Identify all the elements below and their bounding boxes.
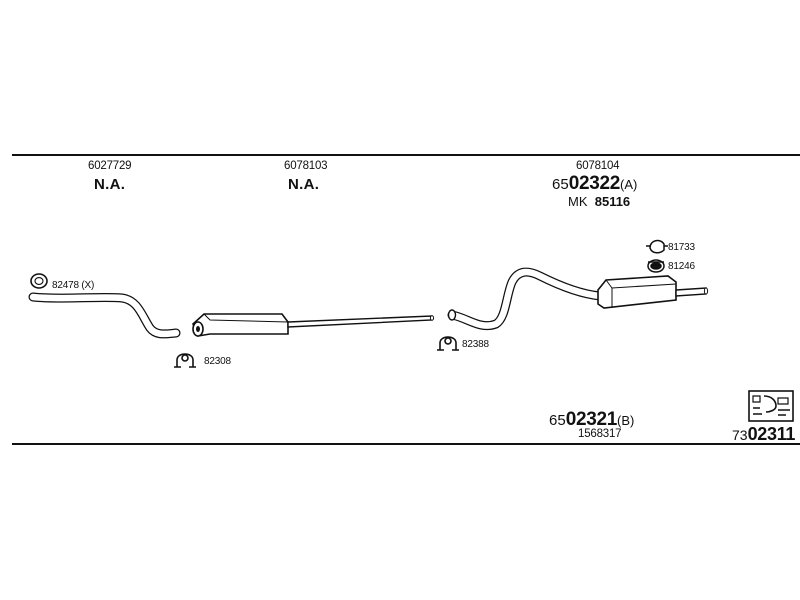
kit-code-main: 02311 (747, 424, 796, 444)
hanger-clip-icon (646, 239, 668, 254)
front-pipe-status: N.A. (94, 176, 126, 193)
ring-gasket-icon (30, 273, 48, 289)
middle-muffler-part-number: 6078103 (284, 160, 328, 172)
mounting-kit-ref: MK 85116 (568, 194, 630, 209)
rear-muffler (597, 275, 709, 309)
mounting-kit-label: MK (568, 194, 588, 209)
rear-clamp-code: 82388 (462, 339, 489, 350)
front-ring-code: 82478 (X) (52, 280, 95, 291)
rear-pipe (447, 267, 605, 331)
exhaust-clamp-icon (174, 353, 196, 368)
rear-muffler-code-main: 02322 (568, 173, 621, 194)
rubber-hanger-code: 81246 (668, 261, 695, 272)
rear-muffler-code-prefix: 65 (552, 176, 569, 193)
complete-set-part-number: 1568317 (578, 428, 622, 440)
front-pipe-part-number: 6027729 (88, 160, 132, 172)
complete-set-code: 6502321(B) (549, 409, 634, 431)
rear-muffler-code: 6502322(A) (552, 173, 637, 195)
rubber-hanger-icon (647, 259, 665, 273)
complete-set-code-main: 02321 (565, 409, 618, 430)
front-pipe (28, 292, 181, 339)
kit-code: 7302311 (732, 424, 795, 445)
rear-muffler-part-number: 6078104 (576, 160, 620, 172)
rear-muffler-code-suffix: (A) (620, 177, 638, 192)
mounting-kit-number: 85116 (594, 194, 631, 209)
hanger-clip-code: 81733 (668, 242, 695, 253)
kit-code-prefix: 73 (732, 427, 748, 443)
middle-muffler-status: N.A. (288, 176, 320, 193)
top-rule (12, 154, 800, 156)
exhaust-clamp-icon (437, 336, 459, 351)
complete-set-code-prefix: 65 (549, 412, 566, 429)
mid-clamp-code: 82308 (204, 356, 231, 367)
kit-box-icon (748, 390, 794, 422)
middle-muffler (192, 313, 435, 337)
complete-set-code-suffix: (B) (617, 413, 635, 428)
bottom-rule (12, 443, 800, 445)
